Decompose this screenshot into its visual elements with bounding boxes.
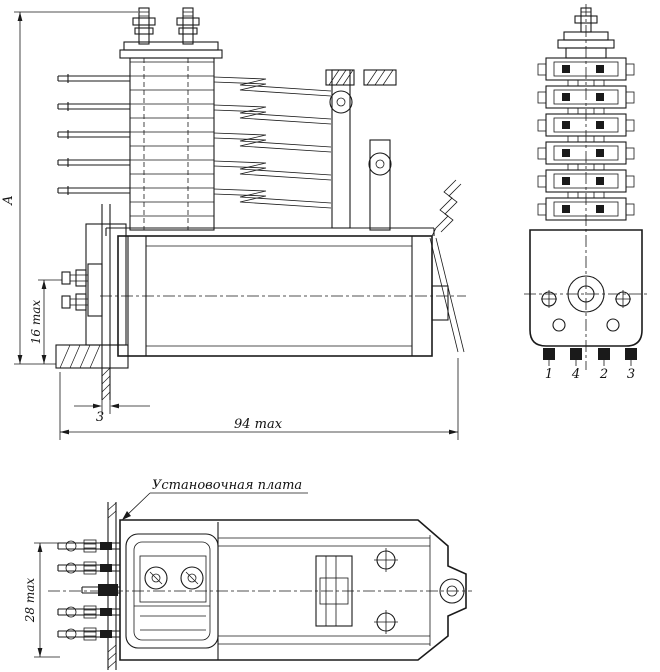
contact-springs [213, 76, 332, 209]
dim-16max-label: 16 max [29, 300, 43, 345]
terminal-number-2: 2 [599, 367, 608, 382]
bracket-terminals [61, 269, 89, 311]
front-base [524, 229, 648, 347]
block-screw [180, 566, 204, 590]
dim-94max-label: 94 max [234, 417, 283, 432]
dimension-16max: 16 max [29, 279, 62, 364]
dimension-94max: 94 max [59, 358, 459, 440]
terminal-number-3: 3 [627, 367, 635, 382]
yoke-top [105, 227, 435, 236]
dim-3-label: 3 [96, 410, 104, 425]
block-screw [144, 566, 168, 590]
contact-stack [129, 57, 215, 231]
spring-stud [368, 152, 392, 176]
mounting-plate-label: Установочная плата [152, 478, 302, 493]
top-body-outline [48, 519, 472, 661]
dim-a-label: A [1, 195, 16, 205]
front-contact-stack [537, 57, 635, 221]
dimension-a: A [1, 11, 138, 365]
front-top-screw [574, 7, 598, 33]
top-terminal-screws [132, 7, 200, 45]
pivot-hole [329, 90, 353, 114]
front-view: 1 4 2 3 [524, 4, 648, 382]
dimension-28max: 28 max [23, 542, 60, 658]
dimension-3: 3 [74, 400, 150, 425]
top-left-terminals [57, 539, 120, 641]
top-yoke-screws [374, 548, 398, 634]
core-pole-face [567, 275, 605, 313]
contact-blades [57, 74, 130, 195]
terminal-number-1: 1 [545, 367, 553, 382]
coil-lead-wire [431, 179, 462, 237]
coil [100, 235, 466, 357]
top-coil [217, 522, 430, 660]
top-armature-block [315, 555, 353, 627]
dim-28max-label: 28 max [23, 578, 37, 624]
top-view: Установочная плата [23, 478, 472, 670]
side-view: A 16 max 3 94 max [1, 7, 466, 440]
mounting-plate-callout: Установочная плата [122, 478, 308, 520]
armature-assembly [325, 69, 397, 231]
terminal-number-4: 4 [571, 367, 580, 382]
front-terminals: 1 4 2 3 [543, 348, 637, 382]
stack-cap [119, 41, 223, 59]
